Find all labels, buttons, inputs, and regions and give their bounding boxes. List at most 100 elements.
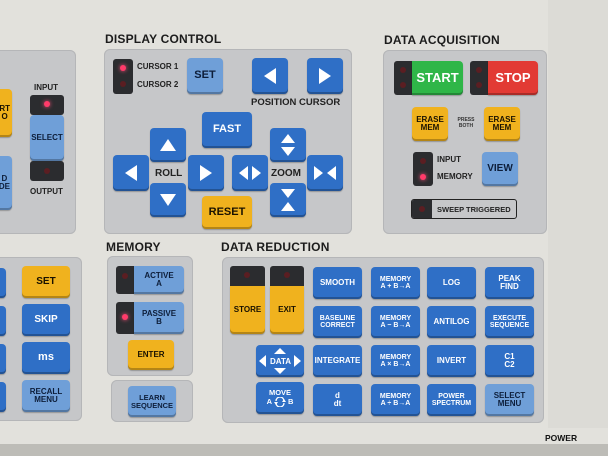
view-memory-led (420, 174, 426, 180)
cutoff-left-button-3[interactable] (0, 344, 6, 374)
set-left-button[interactable]: SET (22, 266, 70, 298)
zoom-vertical-in-button[interactable] (270, 128, 306, 162)
roll-right-button[interactable] (188, 155, 224, 191)
memory-a-divide-b-button[interactable]: MEMORY A ÷ B→A (371, 384, 420, 416)
zoom-vertical-expand-icon (281, 134, 295, 156)
arrow-up-icon (160, 139, 176, 151)
cutoff-left-button-2[interactable] (0, 306, 6, 336)
sweep-triggered-led (419, 206, 425, 212)
start-led-housing (394, 61, 412, 95)
move-b-label: B (288, 397, 294, 406)
arrow-down-icon (160, 194, 176, 206)
invert-button[interactable]: INVERT (427, 345, 476, 377)
erase-mem-right-button[interactable]: ERASE MEM (484, 107, 520, 141)
fast-button[interactable]: FAST (202, 112, 252, 148)
roll-left-button[interactable] (113, 155, 149, 191)
cursor-led-housing (113, 59, 133, 94)
power-label: POWER (545, 433, 578, 443)
memory-a-times-b-button[interactable]: MEMORY A × B→A (371, 345, 420, 377)
input-label: INPUT (34, 83, 58, 92)
move-label: MOVE (268, 388, 292, 398)
zoom-horizontal-compress-icon (314, 166, 336, 180)
data-direction-arrows-icon (259, 348, 301, 374)
view-memory-label: MEMORY (437, 172, 473, 181)
zoom-horizontal-expand-icon (239, 166, 261, 180)
reset-button[interactable]: RESET (202, 196, 252, 229)
data-reduction-title: DATA REDUCTION (221, 240, 330, 254)
roll-up-button[interactable] (150, 128, 186, 162)
stop-led (476, 67, 482, 73)
skip-button[interactable]: SKIP (22, 304, 70, 336)
press-both-label: PRESS BOTH (457, 117, 475, 129)
select-output-led (44, 168, 50, 174)
active-a-button[interactable]: ACTIVE A (134, 266, 184, 294)
zoom-vertical-out-button[interactable] (270, 183, 306, 217)
cursor-c1-c2-button[interactable]: C1 C2 (485, 345, 534, 377)
cutoff-left-button-4[interactable] (0, 382, 6, 412)
roll-label: ROLL (155, 168, 183, 179)
view-input-led (420, 158, 426, 164)
derivative-button[interactable]: d dt (313, 384, 362, 416)
arrow-right-icon (200, 165, 212, 181)
active-led (122, 273, 128, 279)
move-a-label: A (266, 397, 272, 406)
cursor1-label: CURSOR 1 (137, 62, 179, 71)
arrow-left-icon (264, 68, 276, 84)
exit-button[interactable]: EXIT (270, 286, 304, 334)
enter-button[interactable]: ENTER (128, 340, 174, 370)
arrow-right-icon (319, 68, 331, 84)
select-menu-button[interactable]: SELECT MENU (485, 384, 534, 416)
log-button[interactable]: LOG (427, 267, 476, 299)
stop-led-lower (476, 82, 482, 88)
passive-b-button[interactable]: PASSIVE B (134, 302, 184, 334)
power-spectrum-button[interactable]: POWER SPECTRUM (427, 384, 476, 416)
view-input-label: INPUT (437, 155, 461, 164)
cursor-right-button[interactable] (307, 58, 343, 94)
baseline-correct-button[interactable]: BASELINE CORRECT (313, 306, 362, 338)
move-a-b-row: A B (266, 396, 294, 407)
output-label: OUTPUT (30, 187, 63, 196)
zoom-horizontal-in-button[interactable] (232, 155, 268, 191)
cursor-left-button[interactable] (252, 58, 288, 94)
select-button[interactable]: SELECT (30, 115, 64, 161)
zoom-label: ZOOM (271, 168, 301, 179)
passive-led (122, 314, 128, 320)
active-led-housing (116, 266, 134, 294)
memory-a-plus-b-button[interactable]: MEMORY A + B→A (371, 267, 420, 299)
exit-led (284, 272, 290, 278)
erase-mem-left-button[interactable]: ERASE MEM (412, 107, 448, 141)
position-cursor-label: POSITION CURSOR (251, 97, 341, 108)
recall-menu-button[interactable]: RECALL MENU (22, 380, 70, 412)
bottom-base (0, 444, 608, 456)
view-button[interactable]: VIEW (482, 152, 518, 186)
antilog-button[interactable]: ANTILOG (427, 306, 476, 338)
zoom-vertical-compress-icon (281, 189, 295, 211)
sweep-triggered-indicator (411, 199, 517, 219)
cutoff-yellow-button[interactable]: RT O (0, 89, 12, 137)
data-direction-button[interactable] (256, 345, 304, 377)
memory-a-minus-b-button[interactable]: MEMORY A − B→A (371, 306, 420, 338)
smooth-button[interactable]: SMOOTH (313, 267, 362, 299)
cursor-set-button[interactable]: SET (187, 58, 223, 94)
cursor2-led (120, 81, 126, 87)
ms-button[interactable]: ms (22, 342, 70, 374)
select-input-led (44, 101, 50, 107)
peak-find-button[interactable]: PEAK FIND (485, 267, 534, 299)
learn-sequence-button[interactable]: LEARN SEQUENCE (128, 386, 176, 417)
sweep-triggered-label: SWEEP TRIGGERED (437, 205, 511, 214)
execute-sequence-button[interactable]: EXECUTE SEQUENCE (485, 306, 534, 338)
display-control-title: DISPLAY CONTROL (105, 32, 222, 46)
cutoff-left-button-1[interactable] (0, 268, 6, 298)
cutoff-blue-button[interactable]: D DE (0, 156, 12, 210)
move-a-b-button[interactable]: MOVE A B (256, 382, 304, 414)
store-button[interactable]: STORE (230, 286, 265, 334)
data-label: DATA (270, 357, 292, 366)
integrate-button[interactable]: INTEGRATE (313, 345, 362, 377)
stop-button[interactable]: STOP (488, 61, 538, 95)
swap-arrows-icon (274, 396, 286, 407)
data-acquisition-title: DATA ACQUISITION (384, 33, 500, 47)
start-button[interactable]: START (412, 61, 463, 95)
zoom-horizontal-out-button[interactable] (307, 155, 343, 191)
roll-down-button[interactable] (150, 183, 186, 217)
cursor1-led (120, 65, 126, 71)
